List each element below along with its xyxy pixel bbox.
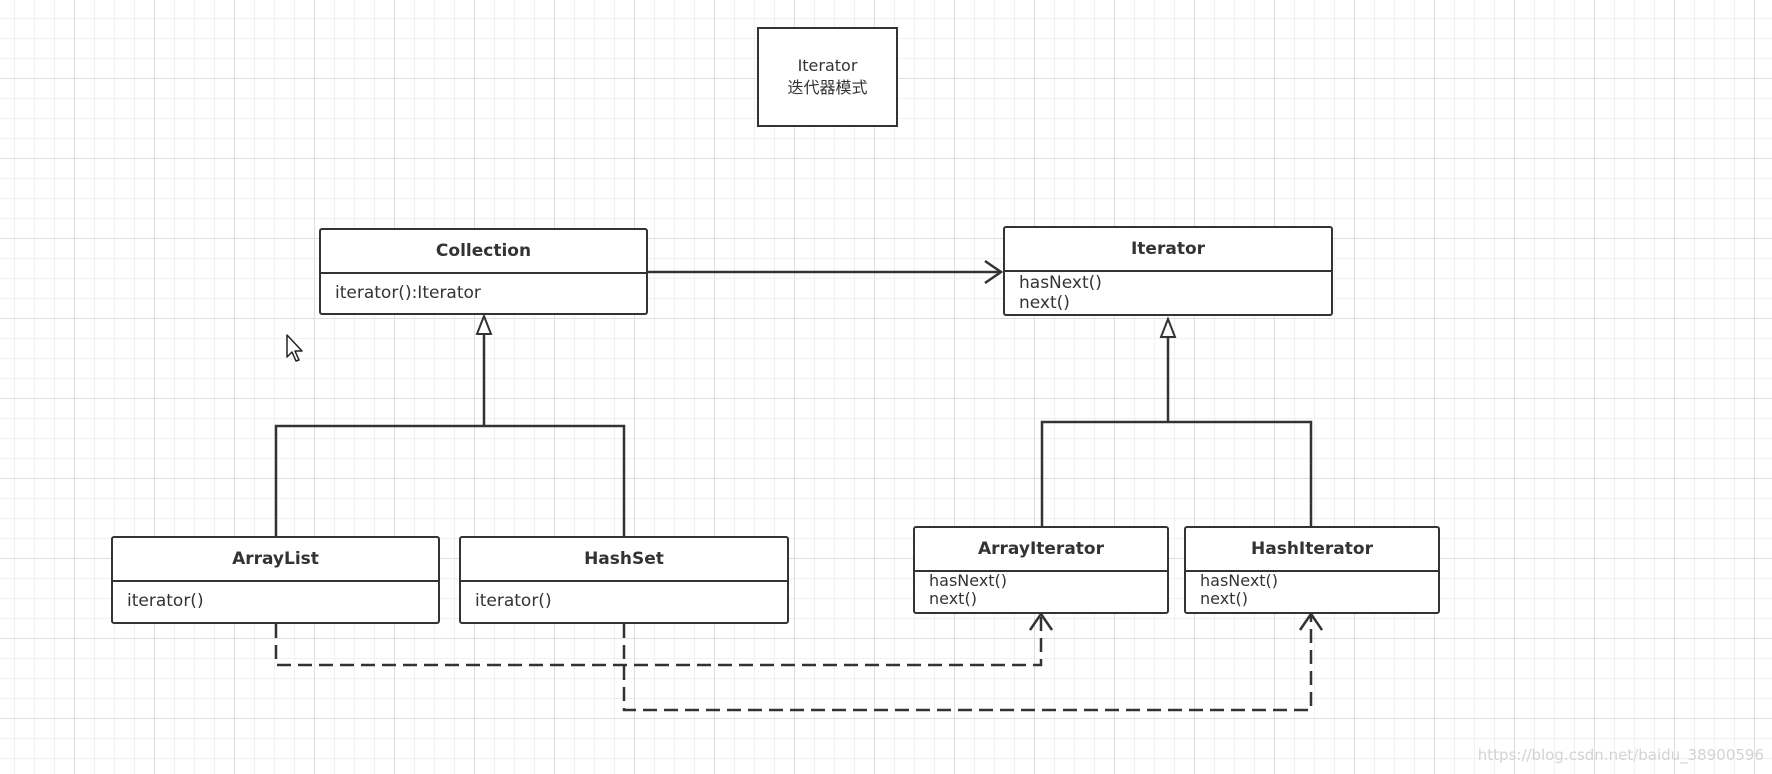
class-arrayiterator[interactable]: ArrayIterator hasNext() next() <box>913 526 1169 614</box>
watermark-text: https://blog.csdn.net/baidu_38900596 <box>1477 746 1764 764</box>
class-iterator-method: next() <box>1019 293 1070 313</box>
dependency-arrowhead-hashiterator <box>1298 611 1324 631</box>
inheritance-triangle-collection <box>475 313 493 335</box>
inheritance-triangle-iterator <box>1159 316 1177 338</box>
class-iterator[interactable]: Iterator hasNext() next() <box>1003 226 1333 316</box>
class-arrayiterator-name: ArrayIterator <box>915 528 1167 572</box>
class-hashset-method: iterator() <box>475 591 552 611</box>
mouse-cursor-icon <box>286 334 303 362</box>
inheritance-line-collection <box>274 424 626 536</box>
diagram-title-line2: 迭代器模式 <box>787 78 868 97</box>
class-iterator-method: hasNext() <box>1019 273 1102 293</box>
class-arrayiterator-method: next() <box>929 589 977 608</box>
diagram-title-line1: Iterator <box>797 56 858 75</box>
dependency-hashset-hashiterator <box>622 614 1313 712</box>
class-arraylist-name: ArrayList <box>113 538 438 582</box>
class-hashset[interactable]: HashSet iterator() <box>459 536 789 624</box>
class-arraylist[interactable]: ArrayList iterator() <box>111 536 440 624</box>
class-arrayiterator-method: hasNext() <box>929 571 1008 590</box>
class-collection-method: iterator():Iterator <box>335 283 481 303</box>
dependency-arrowhead-arrayiterator <box>1028 611 1054 631</box>
class-hashiterator-method: hasNext() <box>1200 571 1279 590</box>
inheritance-line-iterator <box>1040 420 1313 526</box>
dependency-arraylist-arrayiterator <box>274 614 1043 667</box>
class-hashiterator-method: next() <box>1200 589 1248 608</box>
association-arrowhead <box>984 259 1004 285</box>
diagram-title-box[interactable]: Iterator 迭代器模式 <box>757 27 898 127</box>
class-arraylist-method: iterator() <box>127 591 204 611</box>
class-iterator-name: Iterator <box>1005 228 1331 272</box>
class-collection[interactable]: Collection iterator():Iterator <box>319 228 648 315</box>
class-hashiterator[interactable]: HashIterator hasNext() next() <box>1184 526 1440 614</box>
class-collection-name: Collection <box>321 230 646 274</box>
class-hashiterator-name: HashIterator <box>1186 528 1438 572</box>
class-hashset-name: HashSet <box>461 538 787 582</box>
